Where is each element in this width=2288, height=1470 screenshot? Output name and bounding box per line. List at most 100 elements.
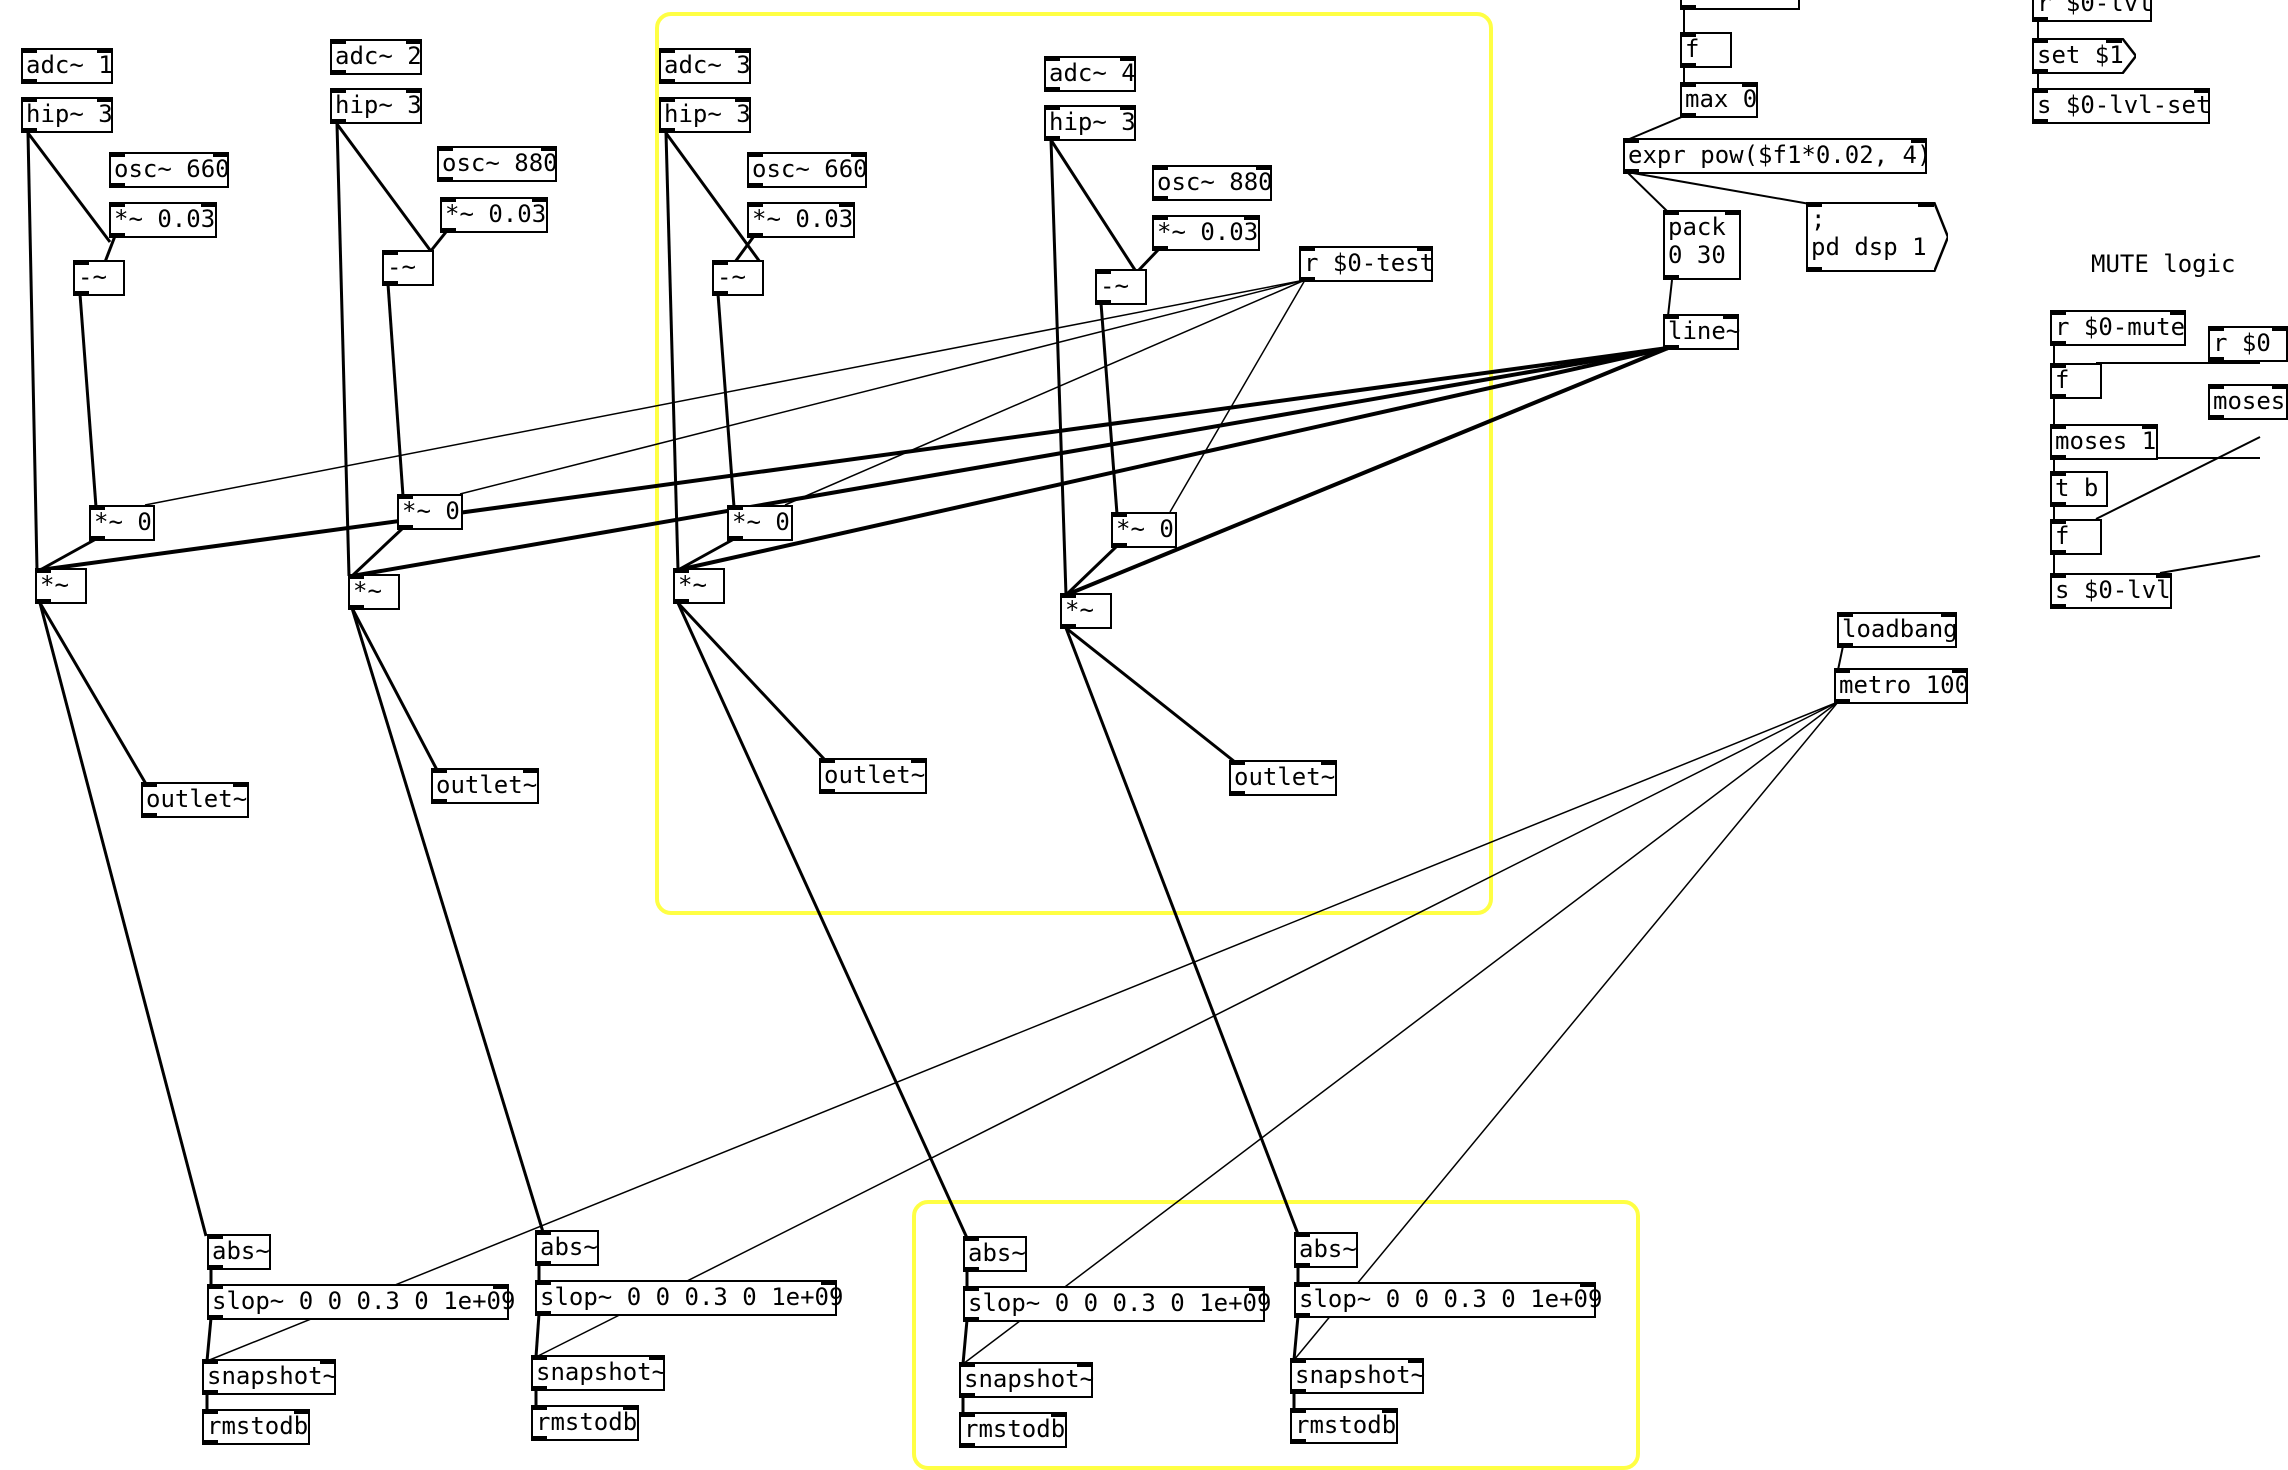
inlet-port[interactable]	[659, 97, 675, 102]
patch-cord[interactable]	[428, 231, 448, 253]
patch-cord[interactable]	[38, 602, 148, 785]
object-box-r-mute[interactable]: r $0-mute	[2050, 310, 2186, 346]
inlet-port[interactable]	[531, 1355, 547, 1360]
inlet-port[interactable]	[109, 202, 125, 207]
object-box-snapshot4[interactable]: snapshot~	[1290, 1358, 1425, 1394]
inlet-port[interactable]	[839, 202, 855, 207]
inlet-port[interactable]	[1321, 760, 1337, 765]
inlet-port[interactable]	[535, 1230, 551, 1235]
patch-cord[interactable]	[1293, 701, 1839, 1361]
outlet-port[interactable]	[2032, 17, 2048, 22]
object-box-adc2[interactable]: adc~ 2	[330, 39, 422, 75]
inlet-port[interactable]	[2050, 424, 2066, 429]
patch-cord[interactable]	[1169, 279, 1306, 513]
outlet-port[interactable]	[1152, 196, 1168, 201]
outlet-port[interactable]	[2050, 502, 2066, 507]
object-box-mulgate2[interactable]: *~ 0	[397, 494, 463, 530]
object-box-abs1[interactable]: abs~	[207, 1234, 271, 1270]
patch-cord[interactable]	[1626, 115, 1685, 141]
object-box-adc4[interactable]: adc~ 4	[1044, 56, 1136, 92]
outlet-port[interactable]	[531, 1386, 547, 1391]
outlet-port[interactable]	[1294, 1313, 1310, 1318]
inlet-port[interactable]	[207, 1234, 223, 1239]
object-box-outlet2[interactable]: outlet~	[431, 768, 539, 804]
object-box-abs4[interactable]: abs~	[1294, 1232, 1358, 1268]
patch-cord[interactable]	[206, 701, 1839, 1362]
patch-cord[interactable]	[351, 346, 1669, 578]
inlet-port[interactable]	[673, 568, 689, 573]
patch-cord[interactable]	[144, 279, 1306, 506]
outlet-port[interactable]	[1111, 543, 1127, 548]
patch-cord[interactable]	[677, 537, 735, 572]
inlet-port[interactable]	[2272, 326, 2288, 331]
object-box-metro[interactable]: metro 100	[1834, 668, 1969, 704]
outlet-port[interactable]	[141, 813, 157, 818]
inlet-port[interactable]	[747, 152, 763, 157]
patch-cord[interactable]	[677, 346, 1669, 572]
outlet-port[interactable]	[330, 70, 346, 75]
inlet-port[interactable]	[2106, 38, 2122, 43]
object-box-abs3[interactable]: abs~	[963, 1236, 1027, 1272]
inlet-port[interactable]	[2142, 424, 2158, 429]
object-box-outlet3[interactable]: outlet~	[819, 758, 927, 794]
inlet-port[interactable]	[819, 758, 835, 763]
patch-cord[interactable]	[26, 132, 112, 243]
inlet-port[interactable]	[1663, 314, 1679, 319]
inlet-port[interactable]	[2032, 38, 2048, 43]
inlet-port[interactable]	[348, 574, 364, 579]
inlet-port[interactable]	[294, 1409, 310, 1414]
outlet-port[interactable]	[109, 183, 125, 188]
inlet-port[interactable]	[747, 202, 763, 207]
inlet-port[interactable]	[2050, 471, 2066, 476]
object-box-line[interactable]: line~	[1663, 314, 1740, 350]
inlet-port[interactable]	[649, 1355, 665, 1360]
object-box-mul1[interactable]: *~	[35, 568, 87, 604]
inlet-port[interactable]	[1725, 210, 1741, 215]
object-box-r-partial[interactable]: r $0	[2208, 326, 2288, 362]
inlet-port[interactable]	[2032, 88, 2048, 93]
inlet-port[interactable]	[1299, 246, 1315, 251]
inlet-port[interactable]	[2050, 573, 2066, 578]
patch-cord[interactable]	[2159, 555, 2261, 574]
inlet-port[interactable]	[1417, 246, 1433, 251]
inlet-port[interactable]	[1111, 512, 1127, 517]
object-box-mulgate1[interactable]: *~ 0	[89, 505, 155, 541]
patch-cord[interactable]	[733, 235, 756, 263]
inlet-port[interactable]	[2208, 326, 2224, 331]
message-box-set[interactable]: set $1	[2032, 38, 2136, 74]
outlet-port[interactable]	[1294, 1263, 1310, 1268]
object-box-slop2[interactable]: slop~ 0 0 0.3 0 1e+09	[535, 1280, 843, 1316]
inlet-port[interactable]	[397, 494, 413, 499]
patch-cord[interactable]	[205, 1317, 213, 1362]
outlet-port[interactable]	[535, 1261, 551, 1266]
object-box-r-lvl[interactable]: r $0-lvl	[2032, 0, 2153, 22]
object-box-s-lvl[interactable]: s $0-lvl	[2050, 573, 2172, 609]
inlet-port[interactable]	[2194, 88, 2210, 93]
outlet-port[interactable]	[202, 1390, 218, 1395]
object-box-slop3[interactable]: slop~ 0 0 0.3 0 1e+09	[963, 1286, 1271, 1322]
outlet-port[interactable]	[73, 291, 89, 296]
object-box-snapshot1[interactable]: snapshot~	[202, 1359, 337, 1395]
inlet-port[interactable]	[330, 39, 346, 44]
patch-cord[interactable]	[350, 607, 545, 1233]
inlet-port[interactable]	[1408, 1358, 1424, 1363]
inlet-port[interactable]	[202, 1409, 218, 1414]
patch-cord[interactable]	[350, 526, 405, 578]
inlet-port[interactable]	[213, 152, 229, 157]
inlet-port[interactable]	[320, 1359, 336, 1364]
object-box-mul-osc4[interactable]: *~ 0.03	[1152, 215, 1260, 251]
outlet-port[interactable]	[440, 228, 456, 233]
inlet-port[interactable]	[523, 768, 539, 773]
inlet-port[interactable]	[1580, 1282, 1596, 1287]
inlet-port[interactable]	[1680, 32, 1696, 37]
object-box-minus2[interactable]: -~	[382, 250, 434, 286]
inlet-port[interactable]	[330, 88, 346, 93]
outlet-port[interactable]	[21, 128, 37, 133]
patch-cord[interactable]	[1667, 279, 1673, 317]
object-box-rmstodb1[interactable]: rmstodb	[202, 1409, 310, 1445]
outlet-port[interactable]	[330, 119, 346, 124]
inlet-port[interactable]	[1952, 668, 1968, 673]
patch-cord[interactable]	[676, 601, 827, 762]
object-box-abs2[interactable]: abs~	[535, 1230, 599, 1266]
